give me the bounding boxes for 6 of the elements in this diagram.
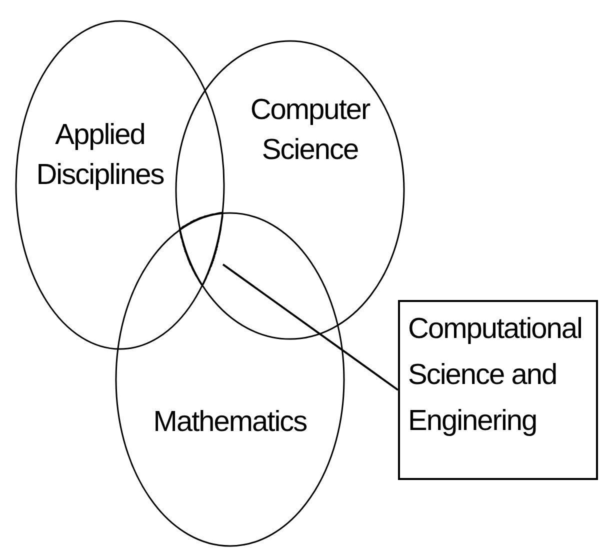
overlap-region xyxy=(180,213,223,285)
leader-line xyxy=(222,264,399,391)
circle-label: Applied Disciplines xyxy=(35,118,165,193)
circle-label: Mathematics xyxy=(152,405,308,440)
circle-label: Computer Science xyxy=(249,93,372,168)
label-box: Computational Science and Enginering xyxy=(398,300,598,480)
